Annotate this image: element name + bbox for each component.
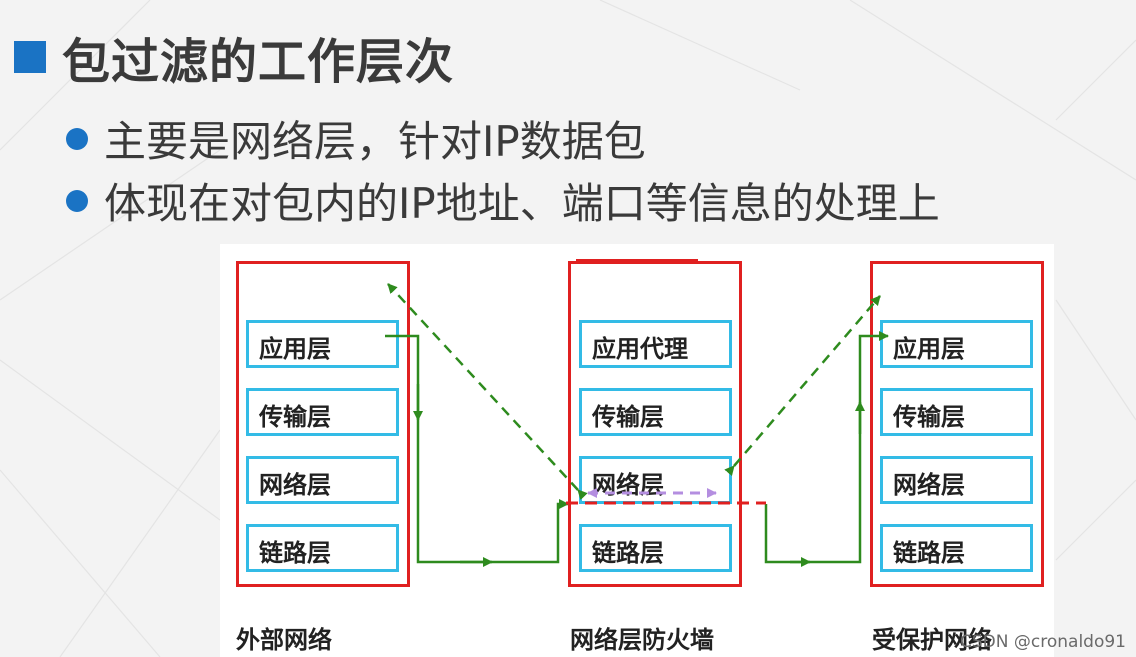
layer-label: 网络层 xyxy=(893,471,965,499)
watermark-text: CSDN @cronaldo91 xyxy=(960,632,1126,652)
layer-box: 应用层 xyxy=(246,320,399,368)
layer-box: 应用层 xyxy=(880,320,1033,368)
bullet-dot-icon xyxy=(66,189,88,212)
layer-label: 传输层 xyxy=(592,403,664,431)
layer-box: 网络层 xyxy=(246,456,399,504)
layer-label: 传输层 xyxy=(893,403,965,431)
logical-link-left xyxy=(387,283,588,501)
bullet-text-2: 体现在对包内的IP地址、端口等信息的处理上 xyxy=(104,179,940,228)
bullet-text-1: 主要是网络层，针对IP数据包 xyxy=(104,117,646,166)
title-square-bullet-icon xyxy=(14,41,46,73)
layer-label: 链路层 xyxy=(259,539,331,567)
bullet-item-1: 主要是网络层，针对IP数据包 xyxy=(66,108,646,169)
layer-label: 应用层 xyxy=(893,335,965,363)
logical-link-right xyxy=(724,295,881,477)
flow-path-protected xyxy=(764,331,889,564)
stack-caption-firewall: 网络层防火墙 xyxy=(570,626,714,654)
layer-box: 链路层 xyxy=(880,524,1033,572)
layer-box: 传输层 xyxy=(880,388,1033,436)
packet-flow-arrows xyxy=(385,283,889,567)
layer-box: 应用代理 xyxy=(579,320,732,368)
stack-caption-external: 外部网络 xyxy=(236,626,332,654)
protocol-stack-diagram: 应用层 传输层 网络层 链路层 外部网络 应用代理 传输层 网络层 链路层 网络… xyxy=(220,244,1054,657)
layer-box: 网络层 xyxy=(880,456,1033,504)
layer-label: 网络层 xyxy=(259,471,331,499)
stack-caption-protected: 受保护网络 xyxy=(872,626,992,654)
layer-box: 链路层 xyxy=(246,524,399,572)
title-text: 包过滤的工作层次 xyxy=(62,34,455,90)
slide-title: 包过滤的工作层次 xyxy=(14,22,454,92)
layer-label: 应用代理 xyxy=(592,335,688,363)
layer-label: 链路层 xyxy=(592,539,664,567)
layer-label: 传输层 xyxy=(259,403,331,431)
bullet-item-2: 体现在对包内的IP地址、端口等信息的处理上 xyxy=(66,170,940,231)
layer-label: 链路层 xyxy=(893,539,965,567)
layer-box: 链路层 xyxy=(579,524,732,572)
layer-label: 应用层 xyxy=(259,335,331,363)
bullet-dot-icon xyxy=(66,127,88,150)
layer-box: 传输层 xyxy=(246,388,399,436)
